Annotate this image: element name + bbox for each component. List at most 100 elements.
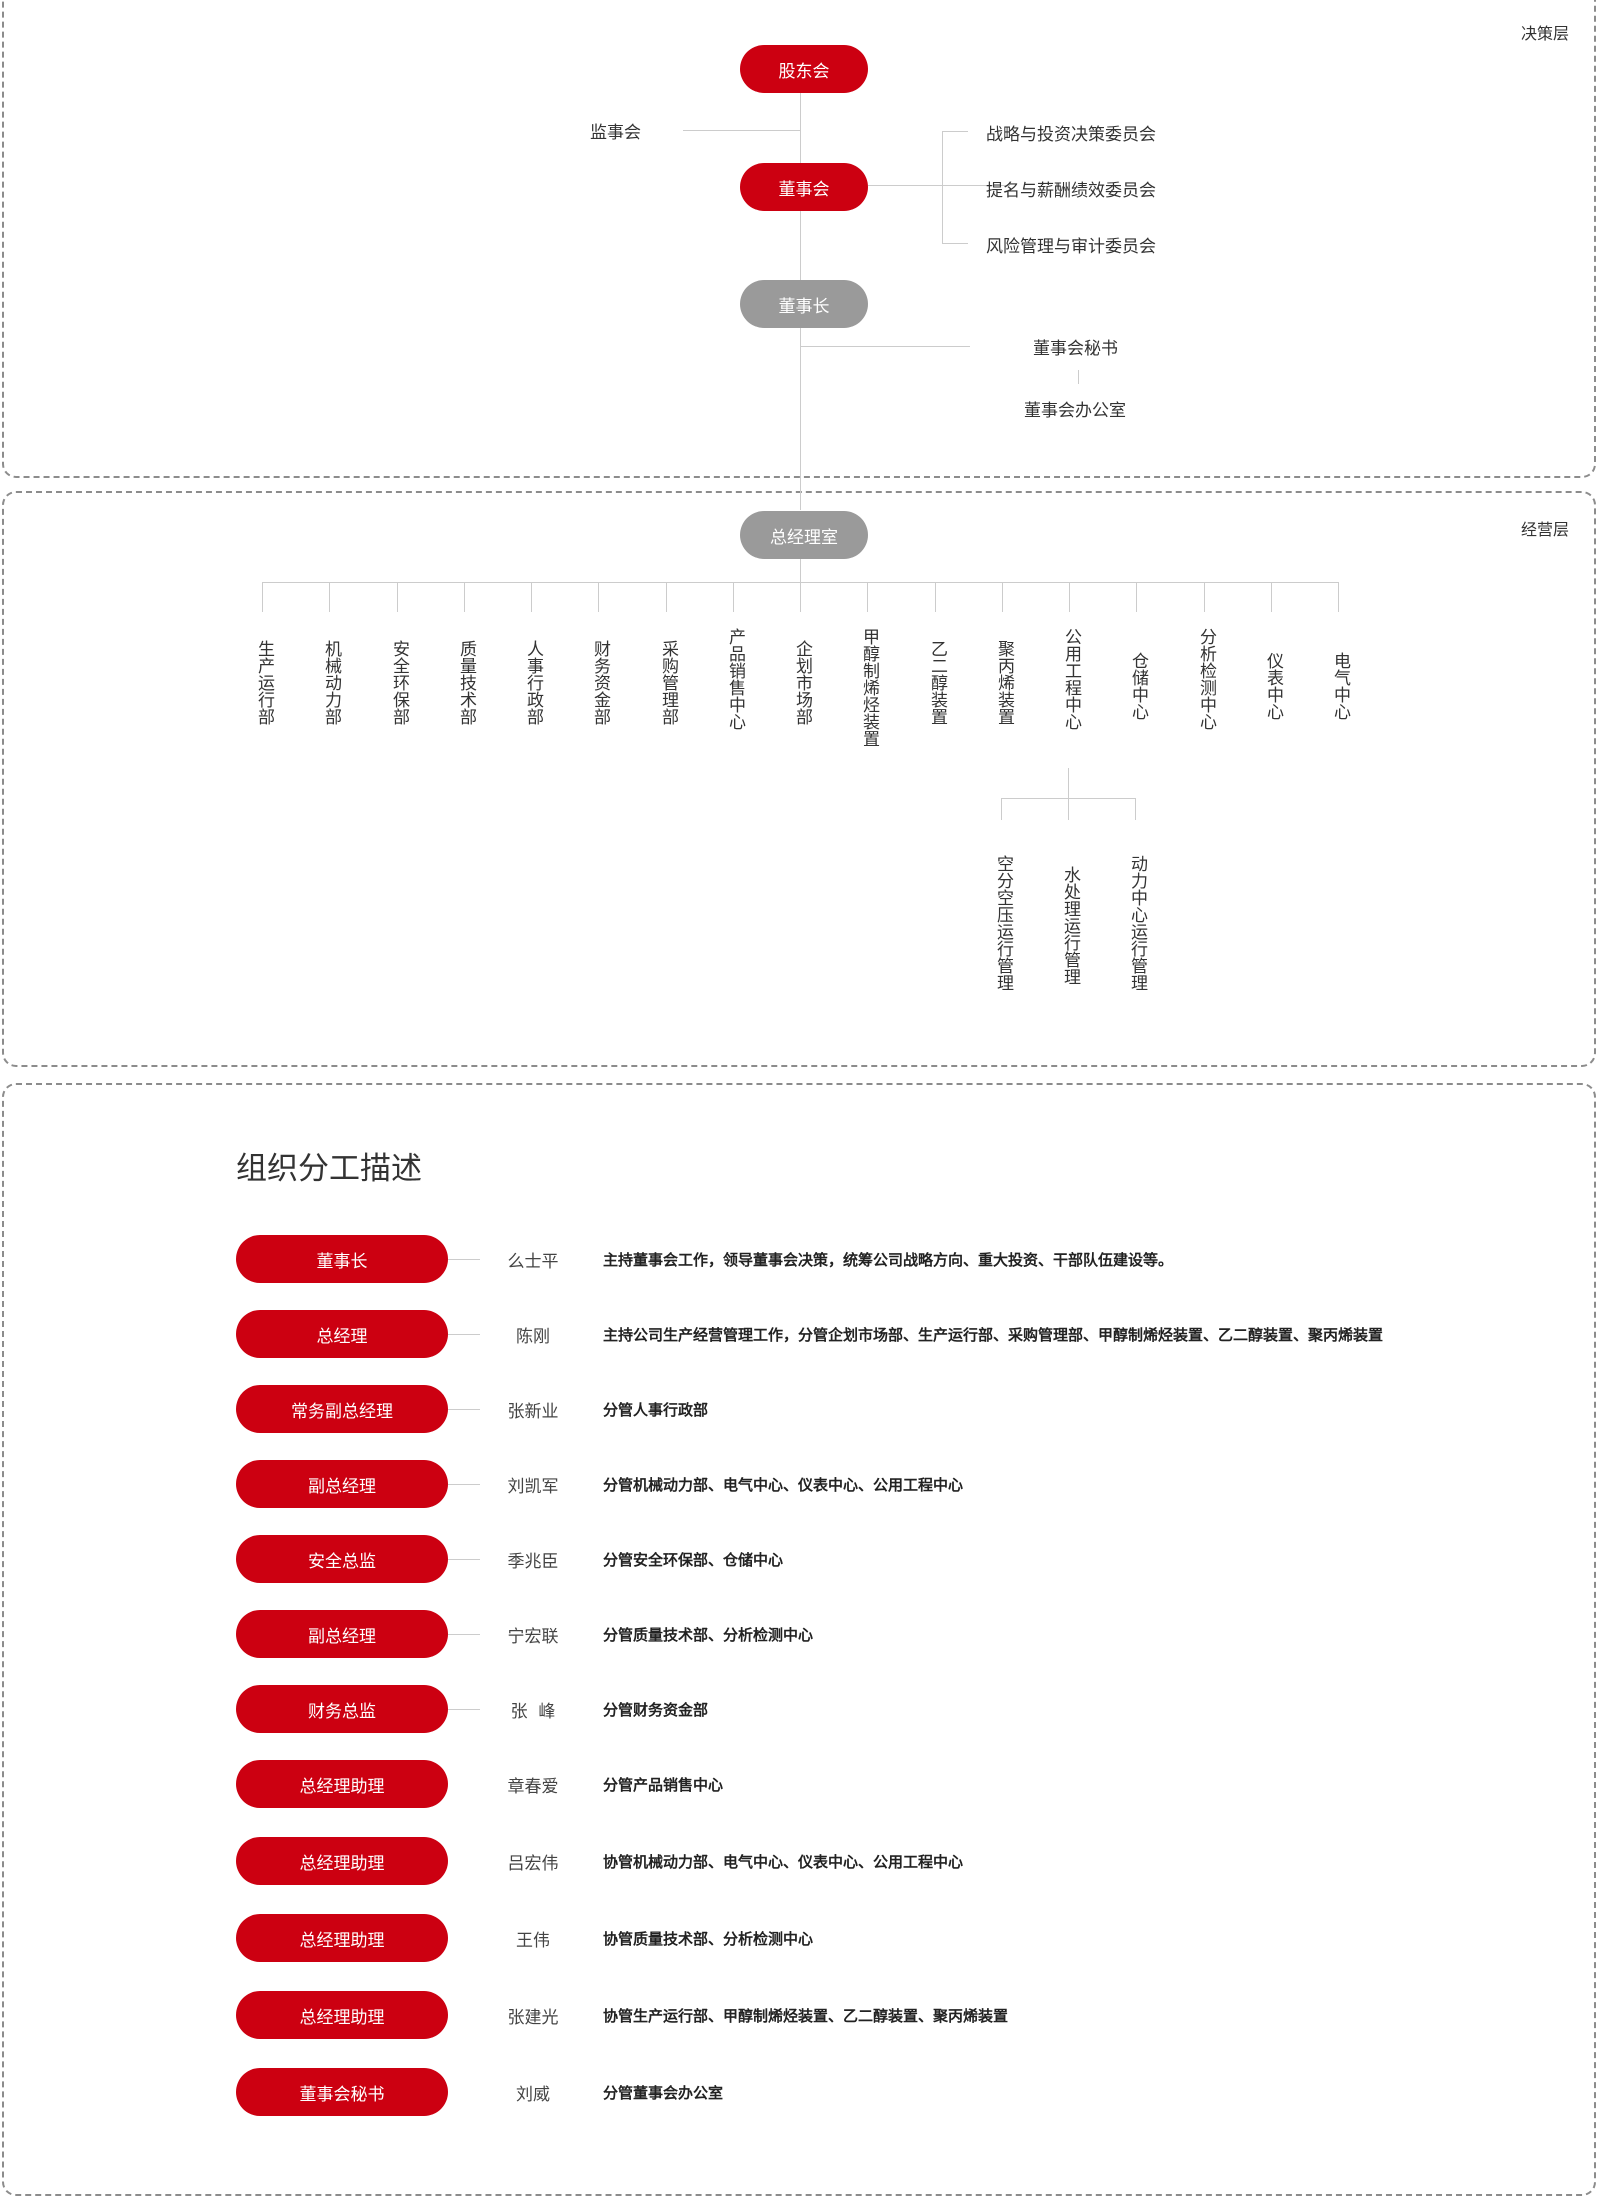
role-badge[interactable]: 副总经理 (236, 1610, 448, 1658)
board-committee-connector (868, 185, 1010, 186)
person-name: 么士平 (507, 1252, 559, 1272)
department-item[interactable]: 财务资金部 (590, 640, 610, 725)
secretary-connector (800, 346, 970, 347)
division-title: 组织分工描述 (236, 1151, 422, 1187)
role-badge[interactable]: 董事会秘书 (236, 2068, 448, 2116)
role-badge[interactable]: 总经理助理 (236, 1760, 448, 1808)
responsibility-text: 主持董事会工作，领导董事会决策，统筹公司战略方向、重大投资、干部队伍建设等。 (603, 1251, 1174, 1269)
subunit-water-treatment: 水处理运行管理 (1060, 866, 1080, 985)
department-drop-line (329, 582, 330, 612)
committee-strategy: 战略与投资决策委员会 (986, 125, 1156, 145)
department-drop-line (598, 582, 599, 612)
department-drop-line (397, 582, 398, 612)
role-badge[interactable]: 安全总监 (236, 1535, 448, 1583)
subunit-air-separation: 空分空压运行管理 (993, 855, 1013, 991)
role-connector-line (448, 1709, 480, 1710)
responsibility-text: 分管财务资金部 (603, 1701, 709, 1719)
responsibility-text: 协管质量技术部、分析检测中心 (603, 1930, 814, 1948)
role-connector-line (448, 1484, 480, 1485)
role-badge[interactable]: 总经理 (236, 1310, 448, 1358)
node-chairman[interactable]: 董事长 (740, 280, 868, 328)
node-board[interactable]: 董事会 (740, 163, 868, 211)
role-badge[interactable]: 总经理助理 (236, 1991, 448, 2039)
department-drop-line (1271, 582, 1272, 612)
decision-layer-label: 决策层 (1521, 24, 1570, 43)
department-item[interactable]: 机械动力部 (321, 640, 341, 725)
committee-nomination: 提名与薪酬绩效委员会 (986, 181, 1156, 201)
secretary-office-connector (1078, 370, 1079, 384)
responsibility-text: 分管人事行政部 (603, 1401, 709, 1419)
department-drop-line (800, 582, 801, 612)
division-section (2, 1083, 1596, 2196)
role-badge[interactable]: 总经理助理 (236, 1837, 448, 1885)
department-item[interactable]: 安全环保部 (389, 640, 409, 725)
department-drop-line (935, 582, 936, 612)
department-item[interactable]: 聚丙烯装置 (994, 640, 1014, 725)
department-item[interactable]: 电气中心 (1330, 652, 1350, 720)
department-item[interactable]: 甲醇制烯烃装置 (859, 628, 879, 747)
subunit-tick-3 (1135, 798, 1136, 820)
department-item[interactable]: 人事行政部 (523, 640, 543, 725)
department-item[interactable]: 乙二醇装置 (927, 640, 947, 725)
department-item[interactable]: 仪表中心 (1263, 652, 1283, 720)
role-connector-line (448, 1259, 480, 1260)
department-drop-line (666, 582, 667, 612)
role-badge[interactable]: 董事长 (236, 1235, 448, 1283)
department-drop-line (1002, 582, 1003, 612)
department-item[interactable]: 分析检测中心 (1196, 628, 1216, 730)
department-drop-line (1136, 582, 1137, 612)
person-name: 章春爱 (507, 1777, 559, 1797)
node-shareholders[interactable]: 股东会 (740, 45, 868, 93)
operation-layer-label: 经营层 (1521, 520, 1570, 539)
person-name: 张建光 (507, 2008, 559, 2028)
department-item[interactable]: 公用工程中心 (1061, 628, 1081, 730)
department-item[interactable]: 企划市场部 (792, 640, 812, 725)
gm-office-drop (800, 559, 801, 583)
person-name: 陈刚 (516, 1327, 550, 1347)
department-drop-line (531, 582, 532, 612)
person-name: 宁宏联 (507, 1627, 559, 1647)
role-badge[interactable]: 总经理助理 (236, 1914, 448, 1962)
responsibility-text: 协管机械动力部、电气中心、仪表中心、公用工程中心 (603, 1853, 964, 1871)
node-gm-office[interactable]: 总经理室 (740, 511, 868, 559)
role-connector-line (448, 1409, 480, 1410)
department-drop-line (464, 582, 465, 612)
role-badge[interactable]: 财务总监 (236, 1685, 448, 1733)
node-board-secretary: 董事会秘书 (1033, 339, 1118, 359)
person-name: 吕宏伟 (507, 1854, 559, 1874)
department-drop-line (262, 582, 263, 612)
responsibility-text: 分管质量技术部、分析检测中心 (603, 1626, 814, 1644)
role-connector-line (448, 1559, 480, 1560)
responsibility-text: 主持公司生产经营管理工作，分管企划市场部、生产运行部、采购管理部、甲醇制烯烃装置… (603, 1326, 1384, 1344)
committee-bracket (942, 131, 943, 244)
subunit-power-center: 动力中心运行管理 (1127, 855, 1147, 991)
person-name: 张新业 (507, 1402, 559, 1422)
committee-risk-audit: 风险管理与审计委员会 (986, 237, 1156, 257)
person-name: 刘凯军 (507, 1477, 559, 1497)
department-drop-line (733, 582, 734, 612)
department-item[interactable]: 仓储中心 (1128, 652, 1148, 720)
role-badge[interactable]: 常务副总经理 (236, 1385, 448, 1433)
decision-layer-section (2, 0, 1596, 478)
person-name: 王伟 (516, 1931, 550, 1951)
department-drop-line (1338, 582, 1339, 612)
department-drop-line (1204, 582, 1205, 612)
role-connector-line (448, 1334, 480, 1335)
department-drop-line (1069, 582, 1070, 612)
department-item[interactable]: 质量技术部 (456, 640, 476, 725)
role-connector-line (448, 1634, 480, 1635)
department-item[interactable]: 生产运行部 (254, 640, 274, 725)
department-item[interactable]: 产品销售中心 (725, 628, 745, 730)
responsibility-text: 分管产品销售中心 (603, 1776, 724, 1794)
role-badge[interactable]: 副总经理 (236, 1460, 448, 1508)
committee-tick-3 (942, 243, 968, 244)
subunit-tick-1 (1001, 798, 1002, 820)
responsibility-text: 分管机械动力部、电气中心、仪表中心、公用工程中心 (603, 1476, 964, 1494)
committee-tick-1 (942, 131, 968, 132)
department-item[interactable]: 采购管理部 (658, 640, 678, 725)
responsibility-text: 协管生产运行部、甲醇制烯烃装置、乙二醇装置、聚丙烯装置 (603, 2007, 1009, 2025)
person-name: 张 峰 (510, 1702, 556, 1722)
subunit-drop (1068, 768, 1069, 798)
operation-layer-section (2, 491, 1596, 1067)
person-name: 刘威 (516, 2085, 550, 2105)
